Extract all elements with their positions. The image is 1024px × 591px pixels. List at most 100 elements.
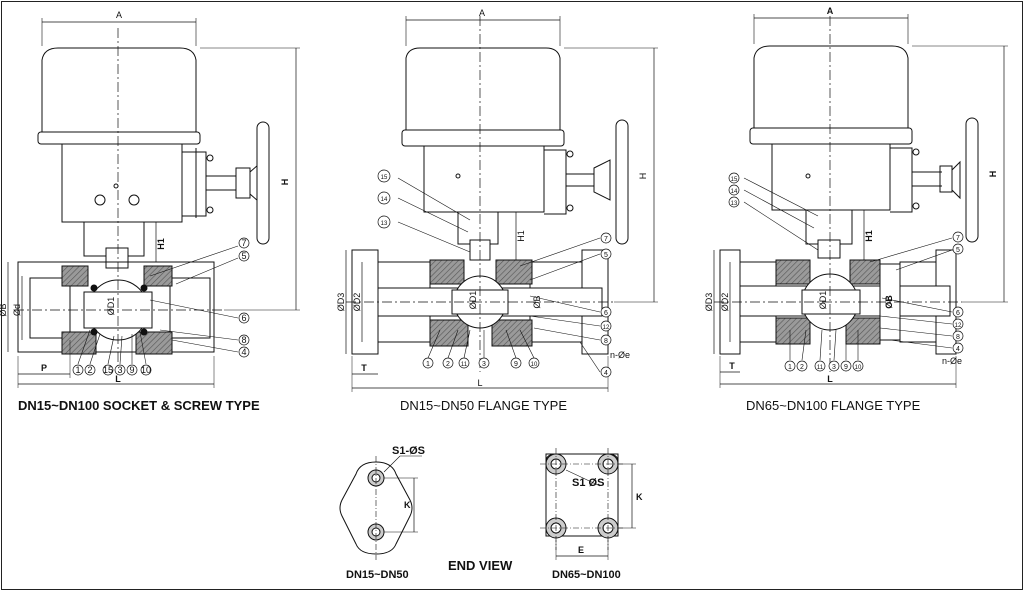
part-2: 2 xyxy=(800,364,804,371)
part-14: 14 xyxy=(731,189,738,195)
dim-H1: H1 xyxy=(864,230,874,242)
part-12: 12 xyxy=(955,323,962,329)
view-socket-screw xyxy=(7,18,300,388)
end-view-small xyxy=(339,455,422,560)
part-4: 4 xyxy=(956,346,960,353)
dim-A: A xyxy=(827,6,834,16)
part-9: 9 xyxy=(844,364,848,371)
dim-T: T xyxy=(361,363,367,373)
dim-H: H xyxy=(988,171,998,178)
part-5: 5 xyxy=(956,247,960,254)
dim-OD2: ØD2 xyxy=(352,293,362,312)
dim-H: H xyxy=(638,173,648,180)
part-8: 8 xyxy=(241,335,246,345)
dim-OD2: ØD2 xyxy=(720,293,730,312)
handwheel xyxy=(615,119,629,245)
part-1: 1 xyxy=(426,361,430,368)
part-10: 10 xyxy=(855,365,862,371)
handwheel xyxy=(256,121,270,245)
view3-part-balloons xyxy=(728,172,964,372)
part-3: 3 xyxy=(832,364,836,371)
part-5: 5 xyxy=(241,251,246,261)
dim-OD3: ØD3 xyxy=(704,293,714,312)
bolt xyxy=(128,194,140,206)
part-4: 4 xyxy=(241,347,246,357)
part-5: 5 xyxy=(604,252,608,259)
part-1: 1 xyxy=(75,365,80,375)
caption-end-large: DN65~DN100 xyxy=(552,569,621,581)
view2-labels: A H H1 ØD3 ØD2 ØD1 ØB L T n-Øe 15 14 13 … xyxy=(336,8,648,388)
dim-S1-OS-large: S1 ØS xyxy=(572,477,604,489)
part-7: 7 xyxy=(241,238,246,248)
dim-H: H xyxy=(280,179,290,186)
view-flange-large xyxy=(713,14,1008,388)
part-10: 10 xyxy=(531,362,538,368)
part-6: 6 xyxy=(241,313,246,323)
part-15: 15 xyxy=(103,365,113,375)
part-11: 11 xyxy=(461,362,468,368)
part-7: 7 xyxy=(604,236,608,243)
dim-OB: ØB xyxy=(0,303,8,316)
part-14: 14 xyxy=(381,197,388,203)
dim-OB: ØB xyxy=(532,295,542,308)
dim-OD3: ØD3 xyxy=(336,293,346,312)
part-11: 11 xyxy=(817,365,824,371)
actuator-cover xyxy=(41,47,197,133)
end-view-large xyxy=(540,448,636,560)
part-13: 13 xyxy=(381,221,388,227)
part-8: 8 xyxy=(956,334,960,341)
dim-OB: ØB xyxy=(884,295,894,309)
part-7: 7 xyxy=(956,235,960,242)
dim-K-large: K xyxy=(636,492,643,502)
part-6: 6 xyxy=(956,310,960,317)
part-2: 2 xyxy=(87,365,92,375)
dim-H1: H1 xyxy=(516,230,526,242)
dim-S1-OS: S1-ØS xyxy=(392,445,425,457)
handwheel xyxy=(965,117,979,243)
part-15: 15 xyxy=(731,177,738,183)
actuator-rim xyxy=(37,131,201,145)
view3-labels: A H H1 ØD3 ØD2 ØD1 ØB L T n-Øe 15 14 13 … xyxy=(704,6,998,384)
dim-A: A xyxy=(479,8,485,18)
bolt xyxy=(94,194,106,206)
part-3: 3 xyxy=(117,365,122,375)
dim-L: L xyxy=(115,374,121,384)
part-12: 12 xyxy=(603,325,610,331)
part-13: 13 xyxy=(731,201,738,207)
view2-part-balloons xyxy=(377,169,612,378)
part-9: 9 xyxy=(129,365,134,375)
dim-P: P xyxy=(41,363,47,373)
dim-OD1: ØD1 xyxy=(818,291,828,310)
dim-L: L xyxy=(827,374,833,384)
dim-OD1: ØD1 xyxy=(468,291,478,310)
part-3: 3 xyxy=(482,361,486,368)
caption-view1: DN15~DN100 SOCKET & SCREW TYPE xyxy=(18,398,260,413)
part-4: 4 xyxy=(604,370,608,377)
caption-end-small: DN15~DN50 xyxy=(346,569,409,581)
dim-nOe: n-Øe xyxy=(610,350,630,360)
caption-end-view: END VIEW xyxy=(448,558,513,573)
dim-Od: Ød xyxy=(12,304,22,316)
part-15: 15 xyxy=(381,175,388,181)
caption-view2: DN15~DN50 FLANGE TYPE xyxy=(400,398,567,413)
dim-T: T xyxy=(729,361,735,371)
part-10: 10 xyxy=(141,365,151,375)
dim-K: K xyxy=(404,500,411,510)
dim-L: L xyxy=(477,378,482,388)
part-1: 1 xyxy=(788,364,792,371)
view1-part-balloons xyxy=(72,237,250,376)
dim-A: A xyxy=(116,10,122,20)
view-flange-small xyxy=(345,16,658,392)
valve-body-outline xyxy=(17,261,215,353)
view1-labels: A H H1 ØB Ød ØD1 L P 7 5 6 8 4 1 2 15 3 … xyxy=(0,10,290,384)
part-6: 6 xyxy=(604,310,608,317)
caption-view3: DN65~DN100 FLANGE TYPE xyxy=(746,398,921,413)
part-8: 8 xyxy=(604,338,608,345)
dim-H1: H1 xyxy=(156,238,166,250)
dim-nOe: n-Øe xyxy=(942,356,962,366)
dim-OD1: ØD1 xyxy=(106,297,116,316)
part-9: 9 xyxy=(514,361,518,368)
actuator-body xyxy=(61,143,183,223)
